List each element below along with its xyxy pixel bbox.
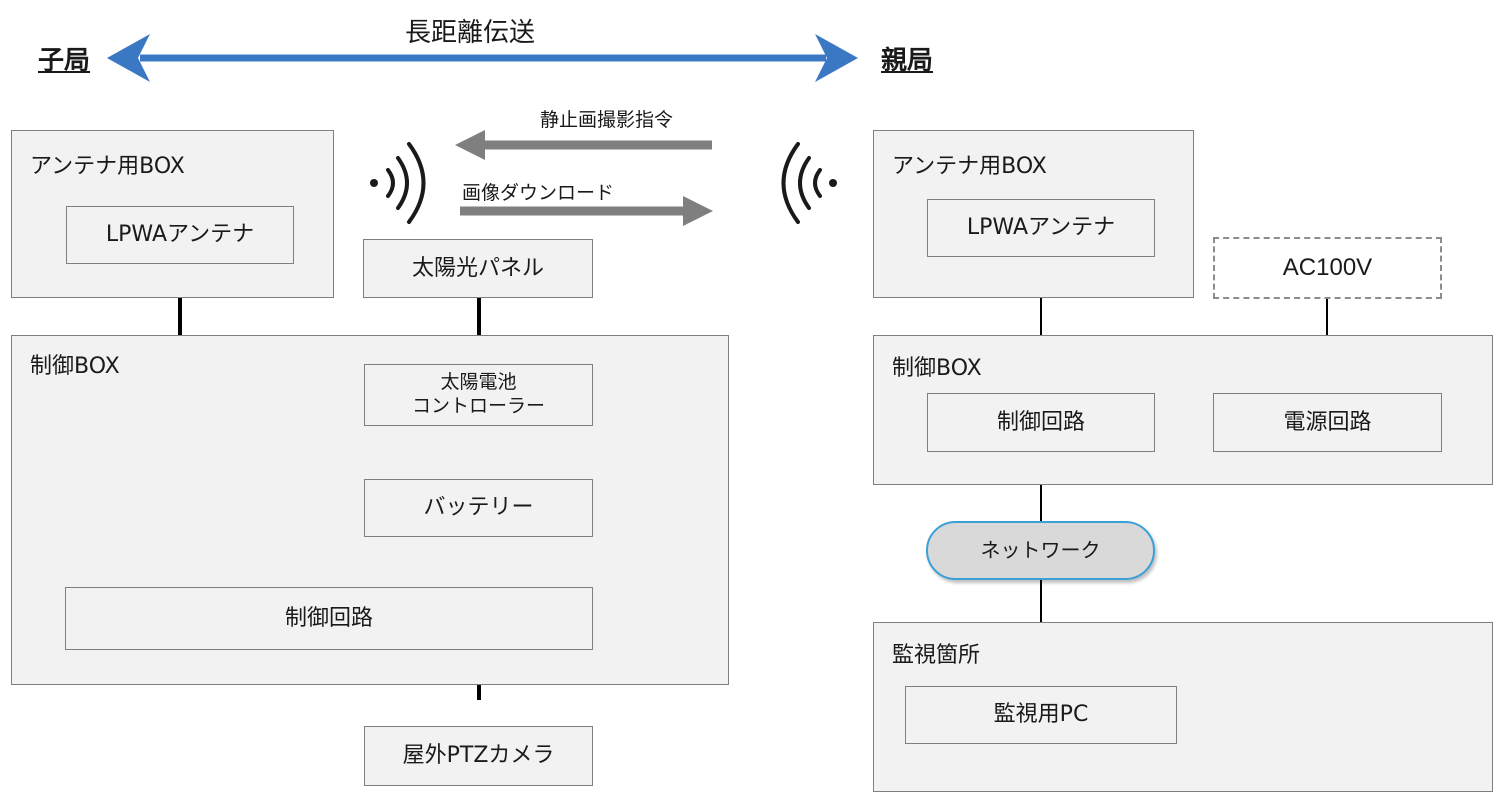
parent-monitor-site-label: 監視箇所 [892, 643, 981, 668]
command-arrow [455, 130, 712, 160]
child-control-circuit: 制御回路 [65, 587, 593, 650]
download-arrow [460, 196, 713, 226]
solar-controller-line1: 太陽電池 [440, 371, 517, 394]
download-label: 画像ダウンロード [462, 182, 615, 204]
command-label: 静止画撮影指令 [540, 109, 674, 131]
child-solar-panel: 太陽光パネル [363, 239, 593, 298]
long-distance-arrow [107, 34, 858, 82]
child-radio-wave-icon [370, 142, 426, 224]
transmission-label: 長距離伝送 [405, 18, 536, 48]
solar-controller-line2: コントローラー [411, 395, 545, 417]
child-solar-controller: 太陽電池 コントローラー [364, 364, 593, 426]
parent-antenna-box-label: アンテナ用BOX [892, 154, 1047, 179]
parent-power-circuit: 電源回路 [1213, 393, 1442, 452]
child-battery: バッテリー [364, 479, 593, 537]
parent-station-title: 親局 [881, 46, 934, 76]
parent-radio-wave-icon [781, 142, 837, 224]
child-lpwa-antenna: LPWAアンテナ [66, 206, 294, 264]
parent-control-box-label: 制御BOX [892, 356, 982, 381]
child-station-title: 子局 [38, 46, 91, 76]
child-ptz-camera: 屋外PTZカメラ [364, 726, 593, 786]
parent-monitor-pc: 監視用PC [905, 686, 1177, 744]
child-control-box-label: 制御BOX [30, 354, 120, 379]
parent-antenna-line [1040, 256, 1042, 394]
parent-network: ネットワーク [926, 521, 1155, 580]
child-antenna-box-label: アンテナ用BOX [30, 154, 185, 179]
parent-control-circuit: 制御回路 [927, 393, 1155, 452]
parent-ac100v: AC100V [1213, 237, 1442, 299]
parent-lpwa-antenna: LPWAアンテナ [927, 199, 1155, 257]
